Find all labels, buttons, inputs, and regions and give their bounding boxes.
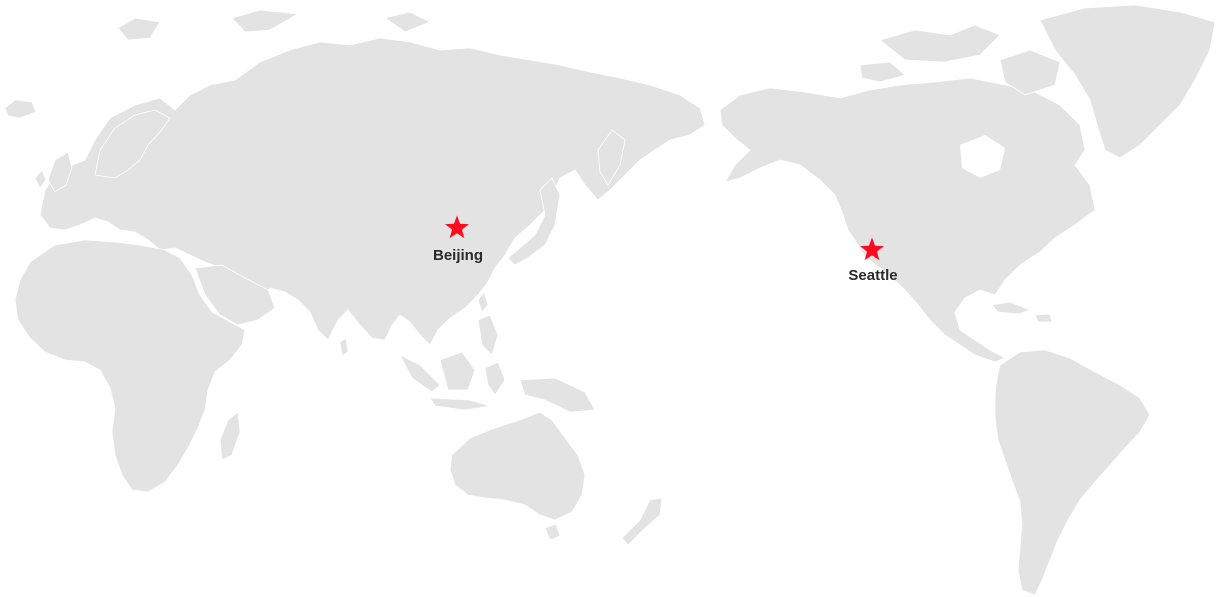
landmass-ireland (34, 169, 47, 189)
landmass-borneo (439, 351, 476, 391)
landmass-hispaniola (1034, 313, 1053, 323)
landmass-victoria (859, 61, 906, 83)
star-icon[interactable] (445, 215, 469, 239)
landmass-java (429, 397, 491, 411)
city-marker-seattle[interactable]: Seattle (848, 237, 898, 285)
landmass-taiwan (477, 291, 489, 313)
landmass-kamchatka (597, 129, 626, 186)
city-label: Seattle (848, 267, 897, 284)
city-label: Beijing (433, 247, 483, 264)
landmass-sulawesi (484, 361, 506, 396)
landmass-arctic-islands (879, 24, 1001, 63)
landmass-tasmania (544, 523, 561, 541)
landmass-japan (507, 177, 561, 266)
landmass-severnaya (384, 11, 431, 33)
landmass-novaya-zemlya (231, 9, 300, 33)
landmass-africa (14, 239, 246, 493)
landmass-new-guinea (519, 377, 596, 413)
landmass-iceland (4, 99, 37, 119)
landmass-sumatra (399, 354, 441, 393)
city-marker-beijing[interactable]: Beijing (433, 215, 483, 265)
landmass-cuba (991, 301, 1032, 315)
landmass-greenland (1039, 4, 1216, 159)
landmass-sri-lanka (339, 337, 349, 357)
landmass-british-isles (47, 151, 73, 193)
landmass-philippines (477, 314, 499, 356)
landmass-new-zealand (621, 497, 663, 546)
landmass-scandinavia (94, 109, 171, 179)
landmass-australia (449, 411, 586, 521)
landmass-arabia (194, 264, 276, 326)
landmass-svalbard (117, 17, 161, 41)
landmass-madagascar (219, 411, 241, 461)
landmass-south-america (994, 349, 1151, 596)
hudson-bay (960, 135, 1005, 178)
star-icon[interactable] (860, 237, 884, 261)
landmass-baffin (999, 49, 1061, 96)
